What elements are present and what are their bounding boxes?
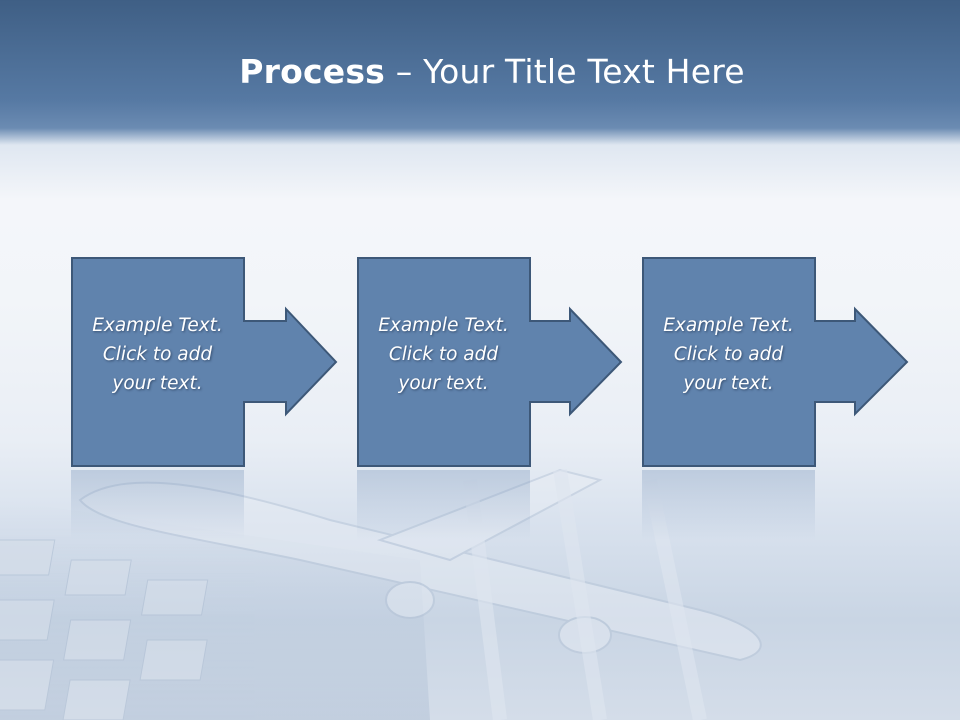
step-shape <box>71 257 338 467</box>
keyboard-shape <box>0 500 430 720</box>
step-text-line: your text. <box>398 373 489 394</box>
step-text-line: Click to add <box>673 344 784 365</box>
process-step-3[interactable]: Example Text. Click to add your text. <box>642 257 960 467</box>
title-rest-text: – Your Title Text Here <box>385 52 745 91</box>
process-step-1[interactable]: Example Text. Click to add your text. <box>71 257 411 467</box>
step-text-line: Example Text. <box>378 315 509 336</box>
step-text-line: Click to add <box>388 344 499 365</box>
slide-title: Process – Your Title Text Here <box>0 52 960 91</box>
step-text: Example Text. Click to add your text. <box>642 311 815 398</box>
step-text-line: Click to add <box>102 344 213 365</box>
step-shape <box>642 257 909 467</box>
step-text: Example Text. Click to add your text. <box>71 311 244 398</box>
airplane-shape <box>78 468 762 662</box>
step-text-line: your text. <box>112 373 203 394</box>
process-step-2[interactable]: Example Text. Click to add your text. <box>357 257 697 467</box>
title-bold-text: Process <box>239 52 386 91</box>
step-text-line: your text. <box>683 373 774 394</box>
step-shape <box>357 257 623 467</box>
step-text-line: Example Text. <box>663 315 794 336</box>
step-text: Example Text. Click to add your text. <box>357 311 530 398</box>
step-text-line: Example Text. <box>92 315 223 336</box>
light-streaks <box>463 468 707 720</box>
